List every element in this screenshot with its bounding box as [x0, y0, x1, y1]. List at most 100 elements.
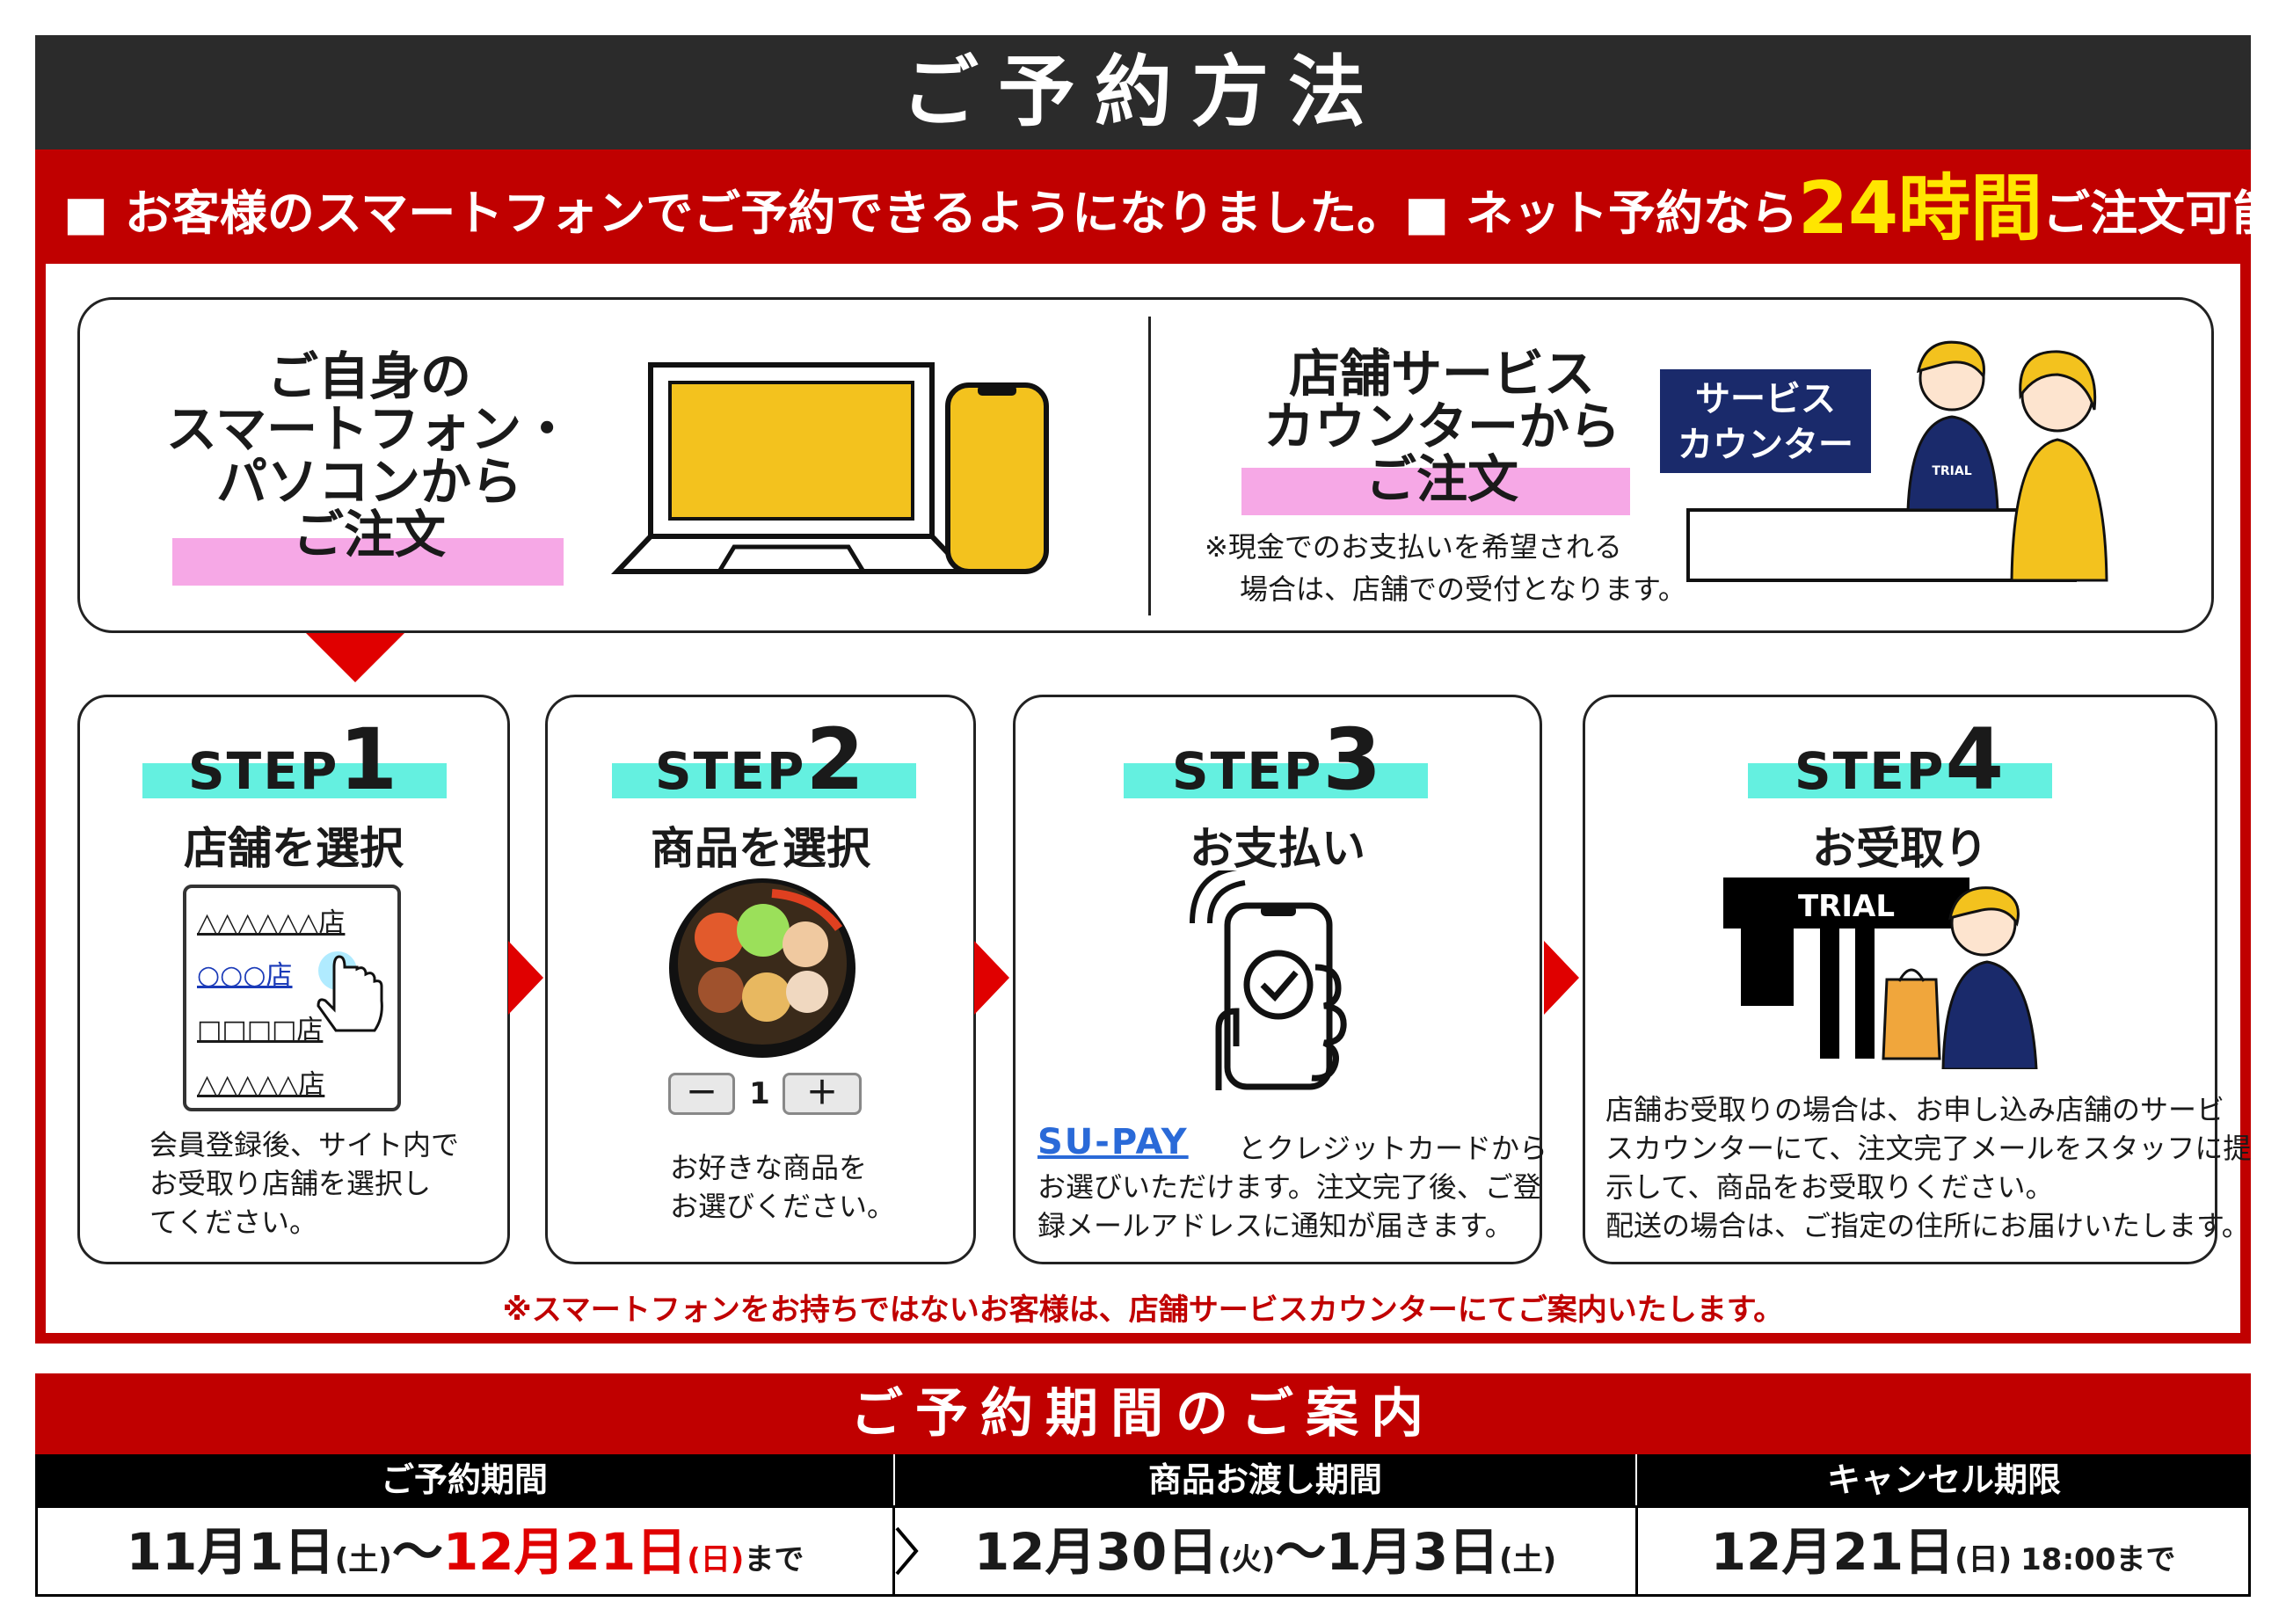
- store-sign-text: TRIAL: [1798, 889, 1895, 924]
- counter-line2: カウンターから: [1263, 397, 1620, 456]
- step-2-description: お好きな商品を お選びください。: [670, 1148, 951, 1226]
- online-line1: ご自身の: [266, 346, 471, 406]
- counter-order-text: 店舗サービス カウンターから ご注文: [1213, 347, 1671, 506]
- cash-payment-note: ※現金でのお支払いを希望される 場合は、店舗での受付となります。: [1205, 526, 1697, 610]
- delivery-start-dow: (火): [1218, 1542, 1276, 1577]
- reserve-tilde: ～: [391, 1522, 443, 1582]
- sign-line2: カウンター: [1678, 425, 1853, 465]
- cancel-date: 12月21日: [1710, 1522, 1955, 1582]
- desc-line: お好きな商品を: [670, 1151, 868, 1184]
- smartphone-note: ※スマートフォンをお持ちではないお客様は、店舗サービスカウンターにてご案内いたし…: [502, 1293, 1784, 1328]
- next-arrow-icon: [508, 941, 543, 1015]
- desc-line: お選びください。: [670, 1190, 896, 1223]
- step-bar: [612, 763, 916, 798]
- subtitle-part2: ご注文可能!: [2042, 186, 2286, 241]
- header-delivery: 商品お渡し期間: [895, 1454, 1635, 1505]
- chevron-right-icon: [895, 1526, 919, 1576]
- laptop-phone-icon: [611, 362, 1049, 574]
- online-line2: スマートフォン・: [165, 399, 573, 459]
- delivery-end: 1月3日: [1326, 1522, 1500, 1582]
- step-2-title: 商品を選択: [651, 823, 870, 874]
- step-3-label: STEP3: [1013, 710, 1542, 809]
- reserve-start-dow: (土): [334, 1542, 392, 1577]
- header-cancel: キャンセル期限: [1637, 1454, 2251, 1505]
- reserve-end: 12月21日: [442, 1522, 688, 1582]
- step-bar: [1124, 763, 1428, 798]
- service-counter-sign: サービス カウンター: [1660, 369, 1871, 473]
- counter-line1: 店舗サービス: [1288, 344, 1595, 404]
- desc-line: 店舗お受取りの場合は、お申し込み店舗のサービ: [1605, 1093, 2225, 1126]
- reserve-start: 11月1日: [126, 1522, 335, 1582]
- step-3-desc-line3: 録メールアドレスに通知が届きます。: [1037, 1209, 1513, 1242]
- quantity-plus-button[interactable]: ＋: [783, 1073, 862, 1115]
- step-number: 2: [805, 710, 867, 809]
- step-4-label: STEP4: [1583, 710, 2217, 809]
- desc-line: 会員登録後、サイト内で: [149, 1128, 460, 1162]
- cancel-time: 18:00まで: [2020, 1542, 2176, 1577]
- subtitle-highlight: 24時間: [1797, 167, 2043, 251]
- step-1-title: 店舗を選択: [184, 823, 404, 874]
- desc-line: 配送の場合は、ご指定の住所にお届けいたします。: [1605, 1209, 2250, 1242]
- desc-line: お受取り店舗を選択し: [149, 1167, 432, 1200]
- step-1-label: STEP1: [77, 710, 510, 809]
- cancel-dow: (日): [1955, 1542, 2013, 1577]
- down-arrow-icon: [306, 633, 404, 682]
- delivery-end-dow: (土): [1499, 1542, 1557, 1577]
- online-order-text: ご自身の スマートフォン・ パソコンから ご注文: [141, 350, 598, 561]
- desc-line: てください。: [149, 1205, 318, 1239]
- counter-staff-illustration: TRIAL: [1686, 340, 2108, 582]
- online-line4: ご注文: [292, 505, 446, 564]
- step-3-desc-line2: お選びいただけます。注文完了後、ご登: [1037, 1170, 1541, 1204]
- delivery-period-value: 12月30日(火)～1月3日(土): [892, 1505, 1638, 1597]
- step-number: 1: [339, 710, 400, 809]
- step-4-title: お受取り: [1812, 823, 1988, 874]
- step-bar: [142, 763, 447, 798]
- note-line2: 場合は、店舗での受付となります。: [1240, 572, 1686, 606]
- apron-logo: TRIAL: [1932, 464, 1971, 478]
- cancel-deadline-value: 12月21日(日)18:00まで: [1635, 1505, 2251, 1597]
- quantity-value: 1: [749, 1076, 770, 1111]
- step-3-desc-line1: とクレジットカードから: [1238, 1132, 1548, 1165]
- quantity-minus-button[interactable]: －: [668, 1073, 735, 1115]
- step-word: STEP: [187, 741, 339, 801]
- phone-payment-icon: [1190, 870, 1347, 1090]
- step-4-description: 店舗お受取りの場合は、お申し込み店舗のサービ スカウンターにて、注文完了メールを…: [1605, 1090, 2252, 1245]
- step-word: STEP: [654, 741, 806, 801]
- step-bar: [1748, 763, 2052, 798]
- delivery-start: 12月30日: [973, 1522, 1219, 1582]
- panel-divider: [1148, 317, 1151, 615]
- page-title: ご予約方法: [35, 35, 2251, 149]
- note-line1: ※現金でのお支払いを希望される: [1205, 530, 1622, 564]
- delivery-tilde: ～: [1275, 1522, 1327, 1582]
- step-3-title: お支払い: [1190, 823, 1365, 874]
- store-list-item: □□□□店: [197, 1015, 324, 1045]
- step-2-label: STEP2: [545, 710, 976, 809]
- counter-line3: ご注文: [1365, 449, 1518, 509]
- highlight-marker: [1241, 468, 1630, 515]
- reservation-period-value: 11月1日(土)～12月21日(日)まで: [35, 1505, 895, 1597]
- header-reservation: ご予約期間: [35, 1454, 893, 1505]
- step-number: 4: [1945, 710, 2006, 809]
- store-list-item: △△△△△店: [197, 1069, 325, 1100]
- subtitle-part1: ■ お客様のスマートフォンでご予約できるようになりました。■ ネット予約なら: [63, 186, 1798, 241]
- reserve-suffix: まで: [744, 1542, 804, 1577]
- pointing-hand-icon: [317, 951, 383, 1032]
- step-1-description: 会員登録後、サイト内で お受取り店舗を選択し てください。: [149, 1125, 501, 1242]
- store-list-item: △△△△△△店: [197, 907, 346, 938]
- step-word: STEP: [1171, 741, 1323, 801]
- store-pickup-illustration: TRIAL: [1723, 878, 2038, 1069]
- highlight-marker: [172, 538, 564, 586]
- step-number: 3: [1322, 710, 1384, 809]
- sign-line1: サービス: [1695, 379, 1836, 419]
- reserve-end-dow: (日): [687, 1542, 745, 1577]
- step-word: STEP: [1794, 741, 1946, 801]
- header-divider: [893, 1454, 895, 1505]
- next-arrow-icon: [974, 941, 1009, 1015]
- subtitle: ■ お客様のスマートフォンでご予約できるようになりました。■ ネット予約なら24…: [63, 165, 2286, 253]
- desc-line: スカウンターにて、注文完了メールをスタッフに提: [1605, 1132, 2252, 1165]
- next-arrow-icon: [1544, 941, 1579, 1015]
- online-line3: パソコンから: [215, 452, 522, 512]
- header-divider: [1635, 1454, 1637, 1505]
- su-pay-logo: SU-PAY: [1037, 1122, 1189, 1162]
- store-list-item-selected: ○○○店: [197, 960, 293, 991]
